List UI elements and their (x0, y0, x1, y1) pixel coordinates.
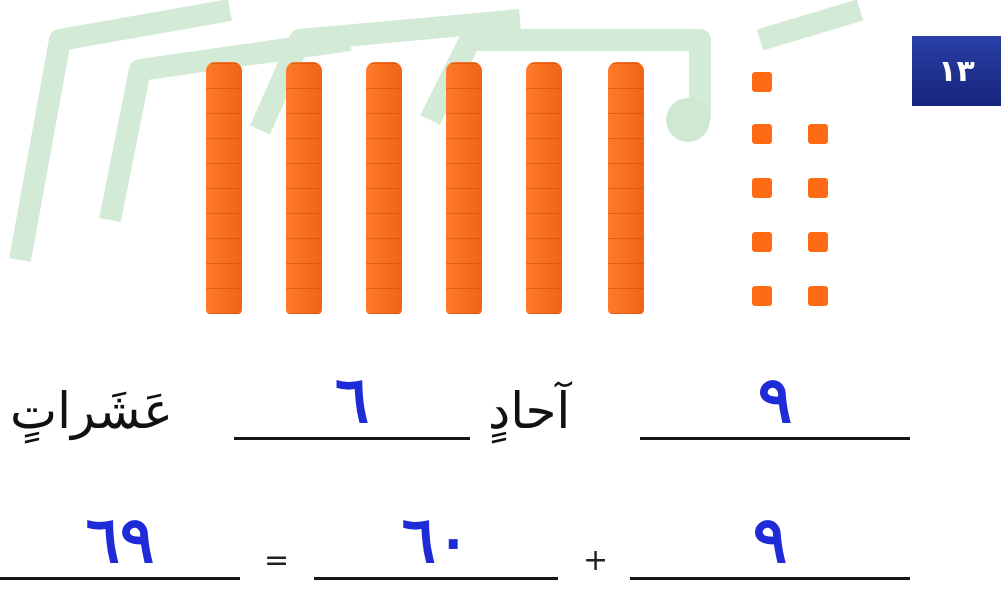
ones-cube (752, 178, 772, 198)
tens-answer-blank[interactable]: ٦ (234, 367, 470, 440)
ones-answer-blank[interactable]: ٩ (640, 367, 910, 440)
ones-cube (808, 178, 828, 198)
tens-word: عَشَراتٍ (10, 386, 173, 436)
plus-sign: + (583, 546, 608, 576)
ones-cube (752, 124, 772, 144)
total-blank[interactable]: ٦٩ (0, 507, 240, 580)
ones-cube (808, 286, 828, 306)
tens-rod (366, 62, 402, 314)
tens-rod (286, 62, 322, 314)
tens-rod (446, 62, 482, 314)
tens-rod (526, 62, 562, 314)
total-value: ٦٩ (86, 509, 155, 577)
ones-cube (752, 72, 772, 92)
ones-sum-value: ٩ (753, 509, 787, 577)
sum-row: ٩ + ٦٠ = ٦٩ (0, 510, 1001, 590)
ones-sum-blank[interactable]: ٩ (630, 507, 910, 580)
place-value-row: ٩ آحادٍ ٦ عَشَراتٍ (0, 370, 1001, 450)
tens-answer: ٦ (335, 369, 369, 437)
equals-sign: = (264, 546, 289, 576)
ones-cube (752, 232, 772, 252)
ones-cube (808, 124, 828, 144)
tens-sum-blank[interactable]: ٦٠ (314, 507, 558, 580)
tens-sum-value: ٦٠ (402, 509, 471, 577)
page-number-badge: ١٣ (912, 36, 1001, 106)
ones-cube (808, 232, 828, 252)
ones-answer: ٩ (758, 369, 792, 437)
ones-cube (752, 286, 772, 306)
ones-word: آحادٍ (488, 386, 570, 436)
tens-rod (206, 62, 242, 314)
tens-rod (608, 62, 644, 314)
